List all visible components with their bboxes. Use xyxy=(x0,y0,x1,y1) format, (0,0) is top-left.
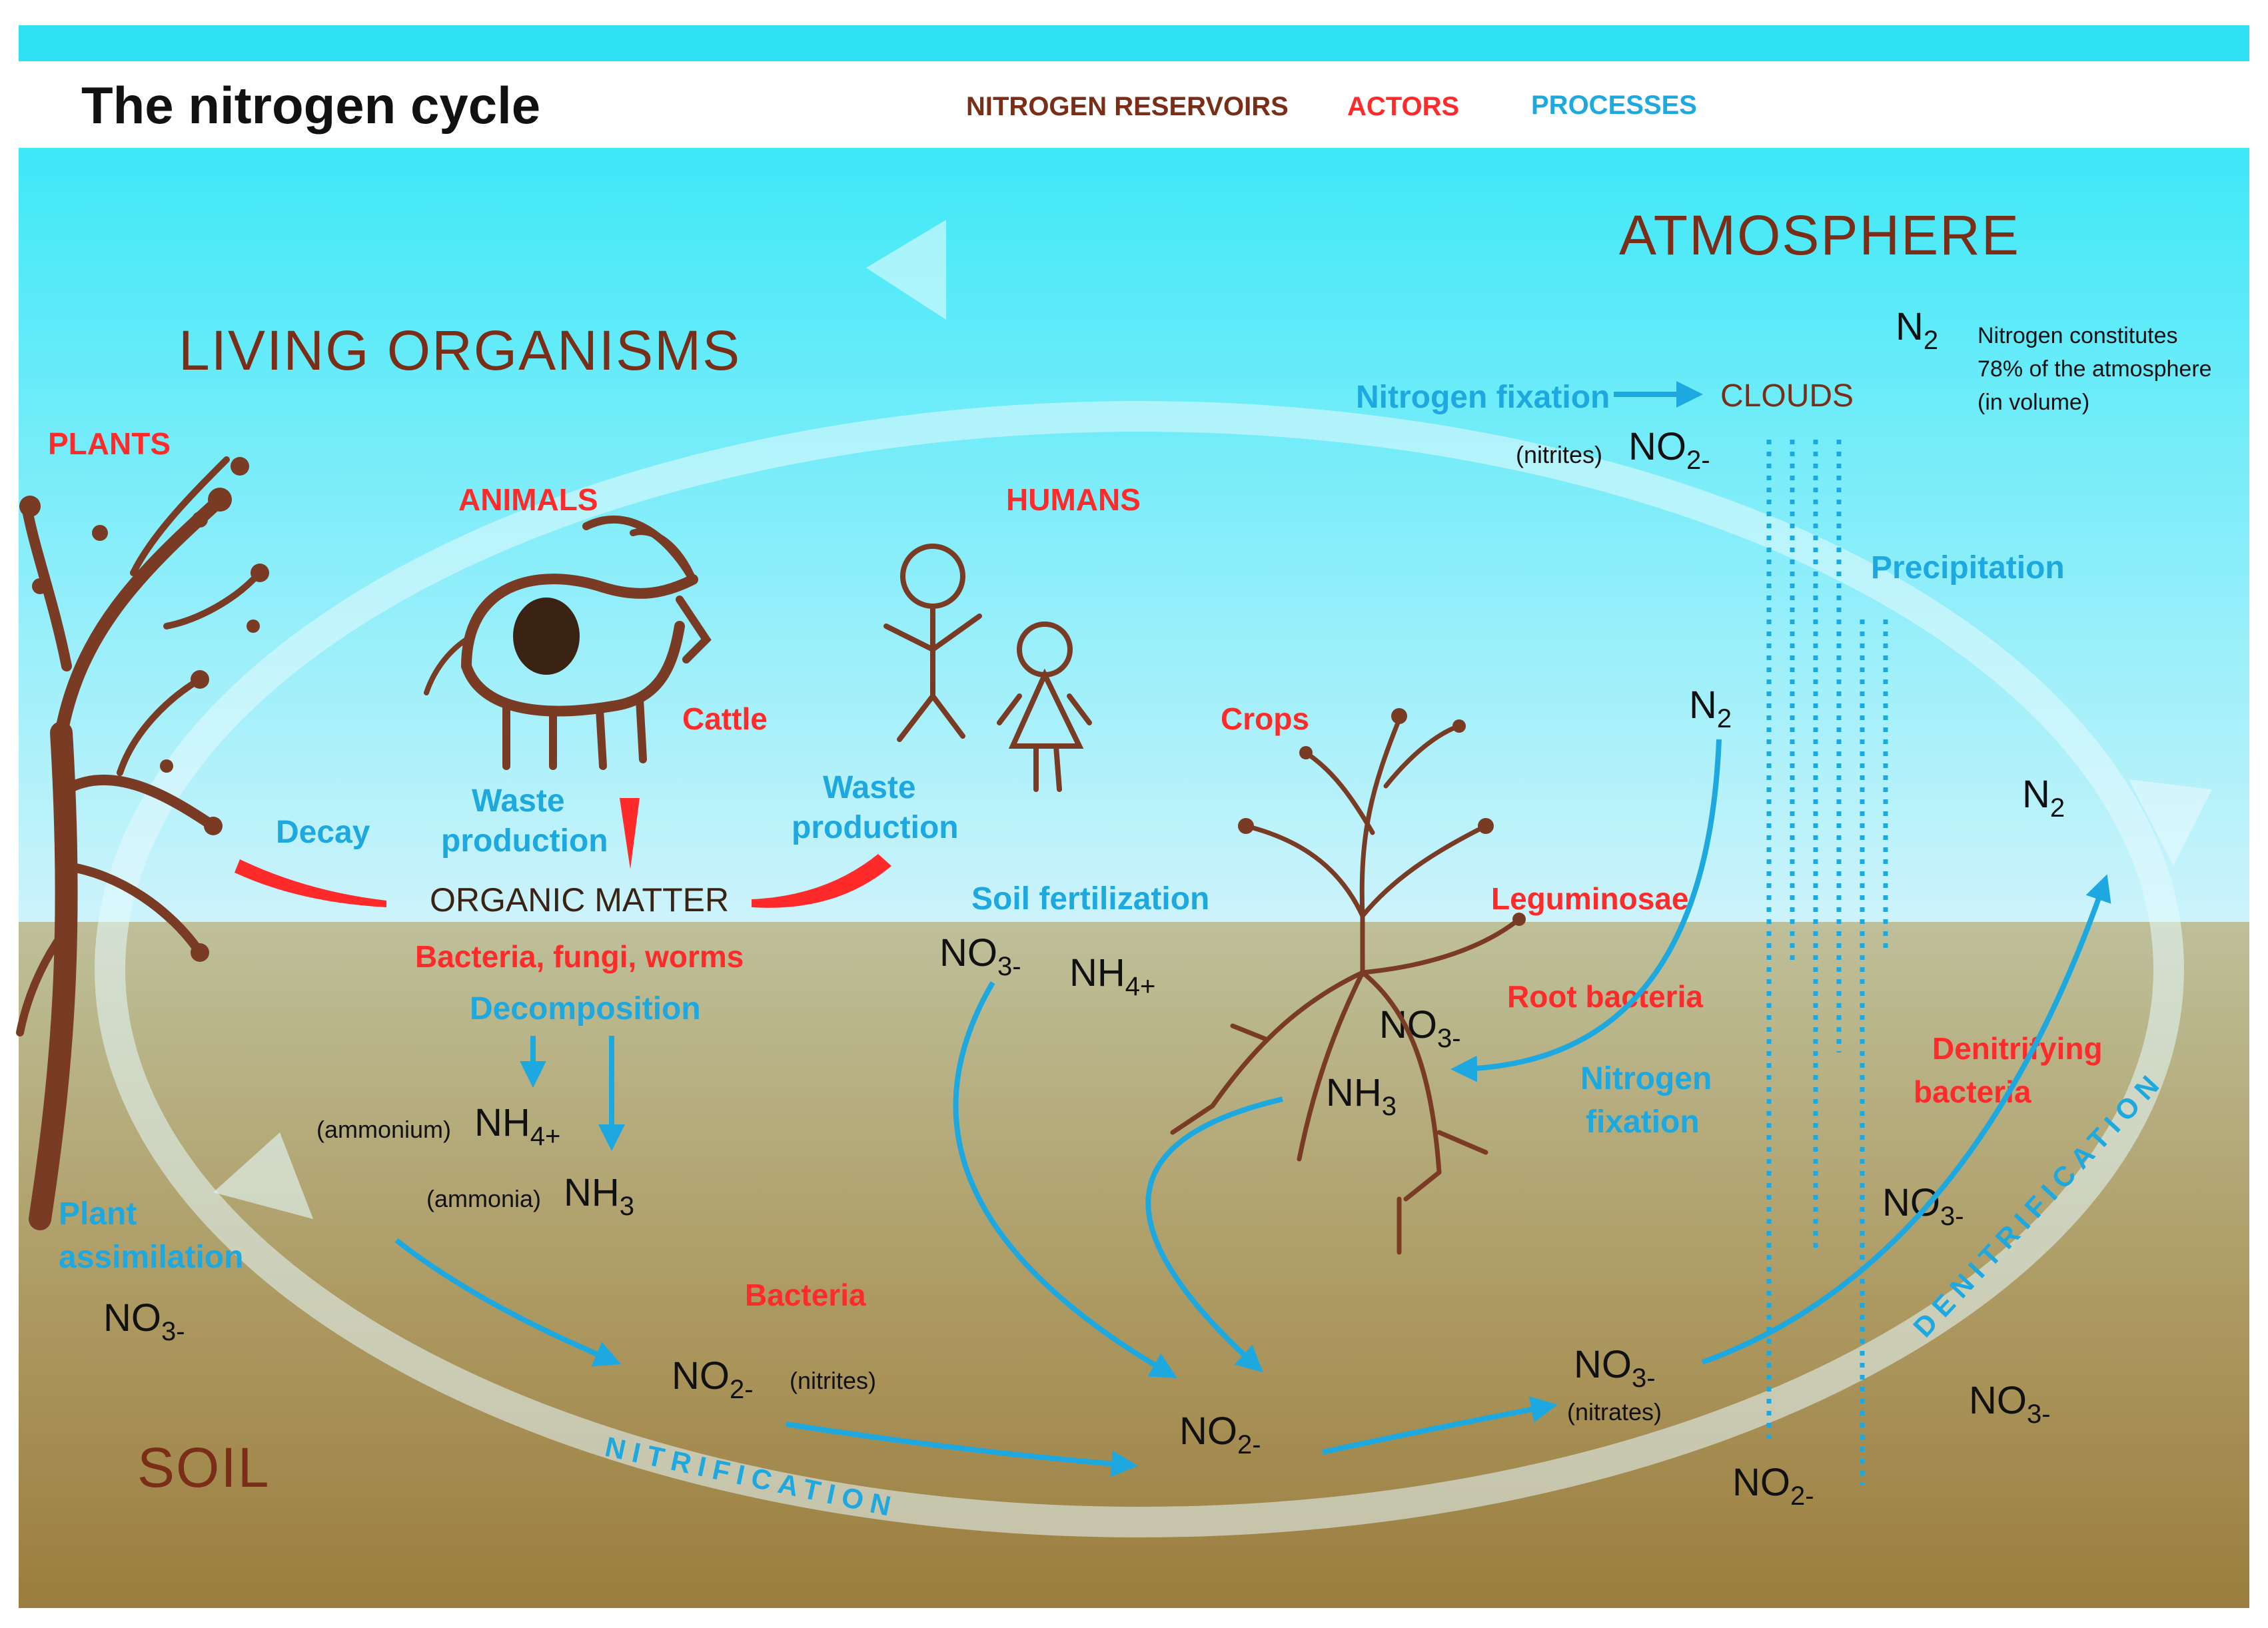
chem-no3-bottom-right: NO3- xyxy=(1969,1379,2051,1429)
atm-n2: N2 xyxy=(1896,305,1938,355)
cattle-spot xyxy=(513,598,580,675)
chem-no3-fert: NO3- xyxy=(939,931,1021,981)
cycle-arrowhead-top xyxy=(866,220,946,320)
chem-no2-clouds: NO2- xyxy=(1628,425,1710,475)
process-nitrogen-fixation-soil-1: Nitrogen xyxy=(1580,1061,1712,1096)
page-title: The nitrogen cycle xyxy=(81,76,540,135)
actor-bacteria: Bacteria xyxy=(745,1278,866,1312)
arrow-fert-center xyxy=(953,981,1177,1378)
actor-decomposers: Bacteria, fungi, worms xyxy=(415,939,744,974)
chem-nh3-root: NH3 xyxy=(1326,1071,1397,1121)
process-waste-animals-2: production xyxy=(441,823,608,859)
reservoir-clouds: CLOUDS xyxy=(1720,378,1854,414)
process-arrows xyxy=(394,739,2111,1477)
legend-reservoirs: NITROGEN RESERVOIRS xyxy=(966,92,1289,121)
arrow-center-nitrates xyxy=(1322,1396,1558,1455)
actor-plants: PLANTS xyxy=(48,426,171,461)
header-band xyxy=(19,25,2249,61)
process-soil-fertilization: Soil fertilization xyxy=(971,881,1209,917)
cycle-arrowhead-right xyxy=(2129,779,2212,866)
process-waste-humans-2: production xyxy=(792,810,959,845)
process-precipitation: Precipitation xyxy=(1871,550,2065,586)
reservoir-soil: SOIL xyxy=(137,1436,270,1499)
chem-no3-nitrates: NO3- xyxy=(1574,1343,1656,1393)
actor-denitrifying-1: Denitrifying xyxy=(1932,1031,2103,1066)
actor-animals: ANIMALS xyxy=(458,482,598,517)
cycle-ellipse xyxy=(95,401,2184,1537)
actor-root-bacteria: Root bacteria xyxy=(1507,979,1703,1014)
chem-nh4-ammonium: NH4+ xyxy=(474,1101,560,1151)
chem-nh4-fert: NH4+ xyxy=(1069,951,1155,1001)
legend-actors: ACTORS xyxy=(1347,92,1459,121)
chem-n2-mid: N2 xyxy=(1689,683,1732,733)
arrow-n2-root xyxy=(1450,739,1722,1082)
atm-note-2: 78% of the atmosphere xyxy=(1978,356,2212,382)
chem-no2-center: NO2- xyxy=(1179,1410,1261,1459)
chem-no3-assimilation: NO3- xyxy=(103,1296,185,1346)
reservoir-organic-matter: ORGANIC MATTER xyxy=(430,881,729,919)
soil-background xyxy=(19,922,2249,1608)
process-nitrogen-fixation-atm: Nitrogen fixation xyxy=(1356,380,1610,415)
actor-leguminosae: Leguminosae xyxy=(1491,881,1689,916)
note-nitrates: (nitrates) xyxy=(1567,1398,1662,1425)
process-decay: Decay xyxy=(276,815,370,850)
header-bar xyxy=(19,61,2249,147)
chem-no2-bottom: NO2- xyxy=(1732,1461,1814,1511)
arrow-no3-denitrif xyxy=(1701,874,2111,1365)
process-waste-animals-1: Waste xyxy=(472,783,565,819)
arrow-nh3-center xyxy=(1145,1096,1283,1373)
actor-crops: Crops xyxy=(1221,701,1309,736)
crops-illustration xyxy=(1170,717,1522,1255)
process-waste-humans-1: Waste xyxy=(823,770,916,805)
process-plant-assimilation-1: Plant xyxy=(59,1196,137,1232)
legend-processes: PROCESSES xyxy=(1531,91,1697,120)
process-plant-assimilation-2: assimilation xyxy=(59,1240,243,1275)
arrow-nitrites-center xyxy=(786,1422,1138,1477)
tree-illustration xyxy=(16,456,257,1230)
note-nitrites-clouds: (nitrites) xyxy=(1516,441,1602,468)
process-nitrogen-fixation-soil-2: fixation xyxy=(1586,1104,1700,1140)
process-decomposition: Decomposition xyxy=(470,991,701,1026)
note-nitrites-bacteria: (nitrites) xyxy=(790,1367,876,1394)
sky-background xyxy=(19,148,2249,922)
actor-humans: HUMANS xyxy=(1006,482,1141,517)
chem-no2-bacteria: NO2- xyxy=(672,1354,754,1404)
atm-note-1: Nitrogen constitutes xyxy=(1978,323,2178,348)
decay-wedge xyxy=(235,859,386,907)
cattle-illustration xyxy=(424,516,712,770)
arrow-ammonia-nitrites xyxy=(394,1238,622,1367)
reservoir-living-organisms: LIVING ORGANISMS xyxy=(179,319,741,382)
waste-humans-wedge xyxy=(752,854,891,908)
chem-no3-root: NO3- xyxy=(1379,1003,1461,1053)
note-ammonium: (ammonium) xyxy=(316,1116,451,1143)
crops-flowers xyxy=(1238,708,1526,926)
chem-nh3-ammonia: NH3 xyxy=(564,1171,634,1221)
reservoir-atmosphere: ATMOSPHERE xyxy=(1619,204,2020,266)
humans-illustration xyxy=(883,544,1092,792)
tree-foliage xyxy=(19,457,269,962)
chem-n2-right: N2 xyxy=(2022,773,2065,823)
precipitation-lines xyxy=(1766,440,1888,1485)
atm-note-3: (in volume) xyxy=(1978,390,2089,415)
note-ammonia: (ammonia) xyxy=(426,1185,541,1212)
cycle-arrowhead-left xyxy=(213,1132,313,1219)
waste-animals-wedge xyxy=(620,798,640,869)
actor-cattle: Cattle xyxy=(682,701,768,736)
